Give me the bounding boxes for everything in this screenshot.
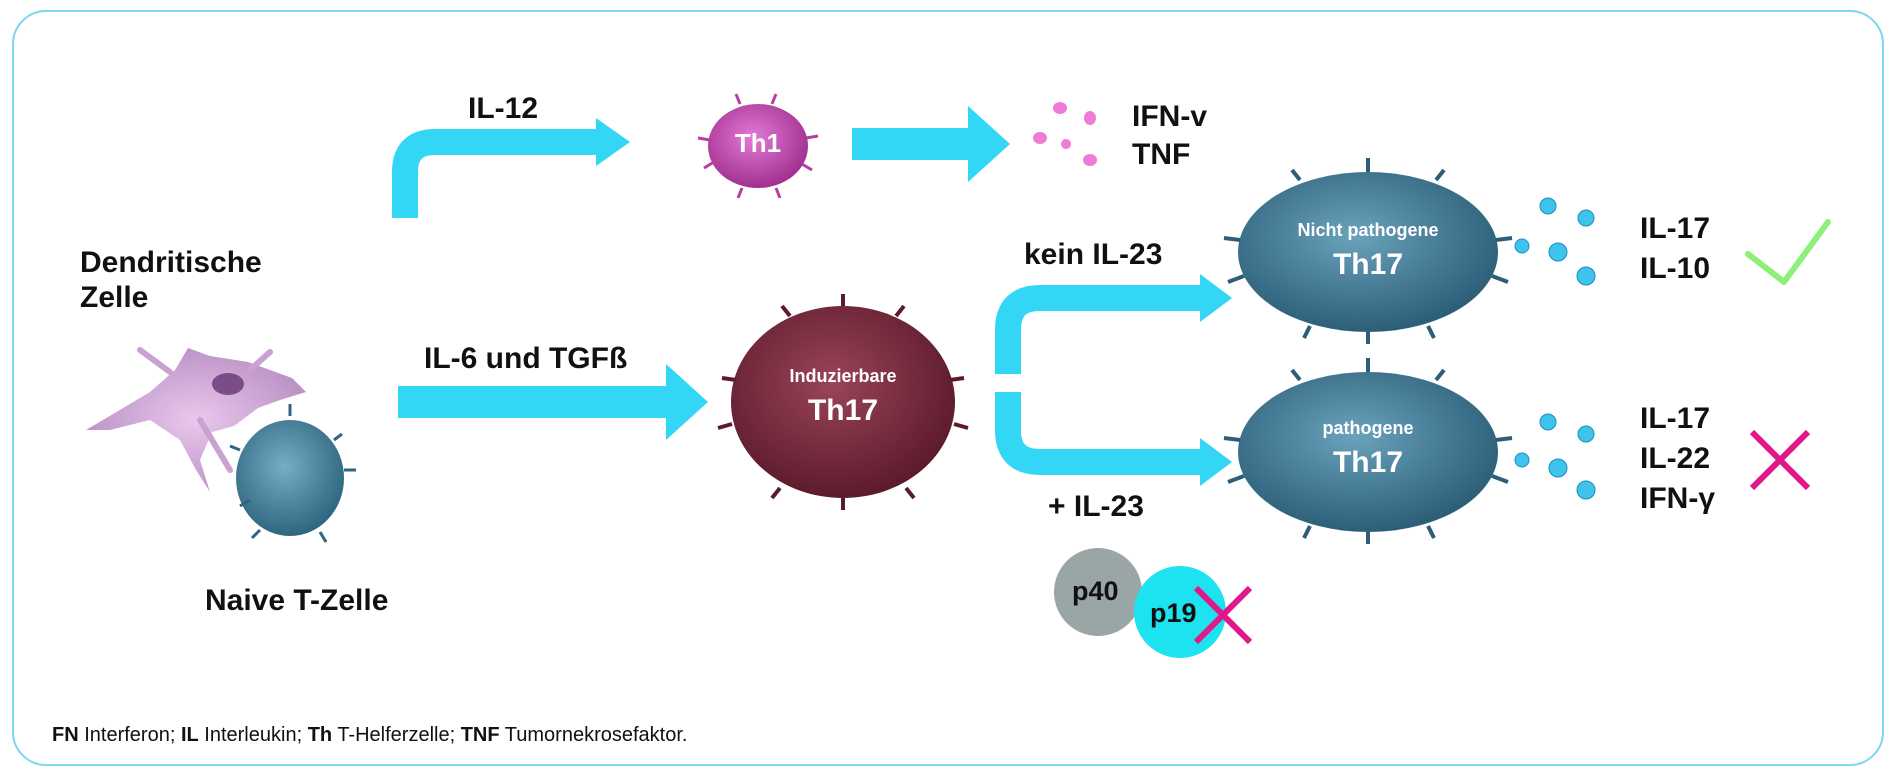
arrow-kein-il23 [995,274,1232,374]
footer-abbr-il: IL [180,724,199,746]
path-cytokine-il17: IL-17 [1640,402,1711,435]
p40-label: p40 [1072,576,1119,606]
dendritic-cell-image [86,347,306,492]
arrow-th1-out [852,106,1010,182]
plus-il23-label: + IL-23 [1048,490,1144,523]
il12-label: IL-12 [468,92,539,125]
th1-cytokine-ifn: IFN-v [1132,100,1207,133]
naive-t-cell-image [229,404,356,543]
p40-subunit-circle [1054,548,1142,636]
arrow-il6-tgfb [398,364,708,440]
il6-tgfb-label: IL-6 und TGFß [424,342,628,375]
nonpathogenic-th17-sublabel: Nicht pathogene [1297,220,1439,240]
p19-cross-icon [1193,585,1253,645]
inducible-th17-sublabel: Induzierbare [789,366,897,386]
path-cytokine-ifng: IFN-γ [1640,482,1715,515]
pathogenic-cytokine-dots [1514,413,1596,500]
th1-cell-label: Th1 [734,128,782,158]
footer-abbr-fn: FN [52,724,79,746]
nonpathogenic-th17-cell-image [1223,158,1513,344]
footer-text-il: Interleukin; [198,724,308,746]
nonpathogenic-cytokine-dots [1514,197,1596,286]
pathogenic-th17-sublabel: pathogene [1322,418,1414,438]
diagram-frame [12,10,1884,766]
pathogenic-th17-cell-image [1223,358,1513,544]
footer-text-th: T-Helferzelle; [332,724,461,746]
p19-label: p19 [1150,598,1197,628]
th1-cytokine-tnf: TNF [1132,138,1191,171]
footer-text-tnf: Tumornekrosefaktor. [499,724,688,746]
inducible-th17-label: Th17 [807,394,879,427]
footer-abbr-tnf: TNF [460,724,500,746]
kein-il23-label: kein IL-23 [1024,238,1163,271]
footer-legend: FN Interferon; IL Interleukin; Th T-Helf… [52,724,687,747]
footer-abbr-th: Th [307,724,333,746]
footer-text-fn: Interferon; [78,724,181,746]
arrow-il12 [392,118,630,218]
dendritic-cell-label: Dendritische Zelle [80,246,262,314]
path-cytokine-il22: IL-22 [1640,442,1711,475]
pathogenic-th17-label: Th17 [1332,446,1404,479]
cross-icon [1749,429,1811,491]
th1-cytokine-dots [1033,102,1097,166]
nonpath-cytokine-il17: IL-17 [1640,212,1711,245]
inducible-th17-cell-image [717,294,969,510]
nonpath-cytokine-il10: IL-10 [1640,252,1711,285]
arrow-plus-il23 [995,392,1232,486]
naive-t-cell-label: Naive T-Zelle [205,584,389,617]
th1-cell-image [697,93,819,199]
check-icon [1745,219,1831,285]
nonpathogenic-th17-label: Th17 [1332,248,1404,281]
